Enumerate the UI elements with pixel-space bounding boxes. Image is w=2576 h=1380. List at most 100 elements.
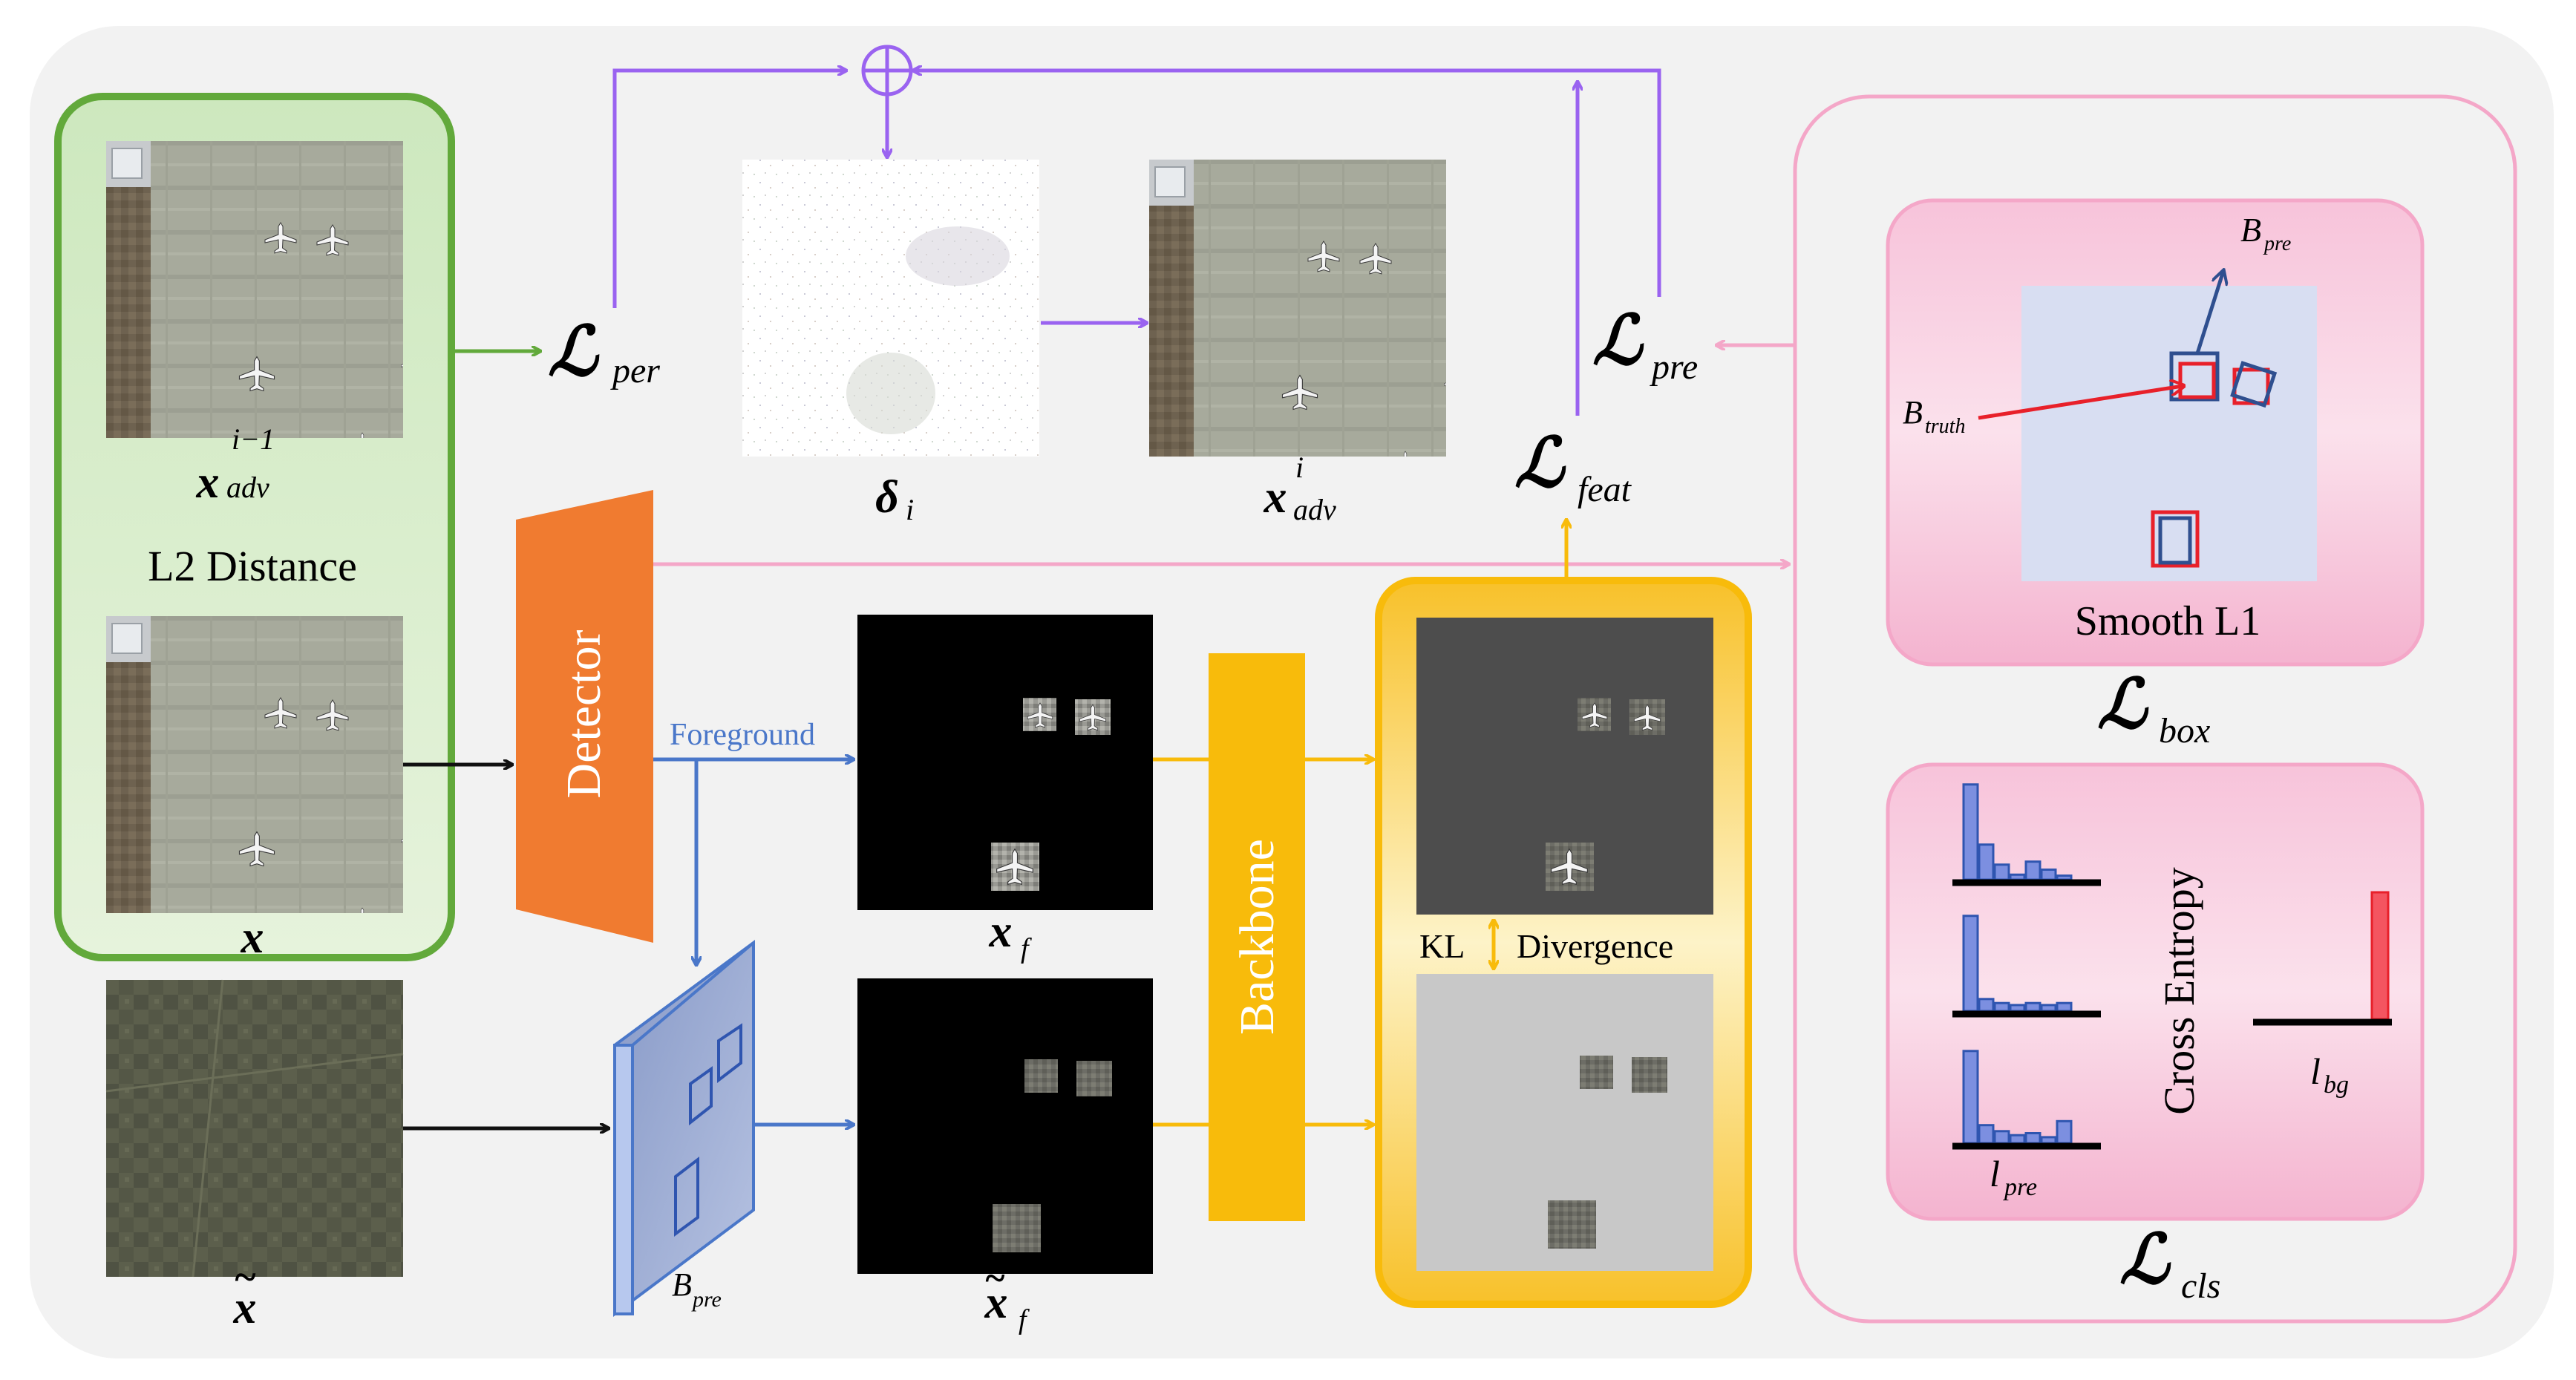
- bg-hist-bar: [2370, 891, 2390, 1021]
- hist-bar: [1993, 863, 2010, 881]
- adv-prev-sub: adv: [226, 471, 269, 504]
- foreground-branch: Foreground: [653, 718, 854, 965]
- bpre-direction-arrow: [2195, 271, 2223, 354]
- cls-loss-panel: Cross Entropy l pre l bg: [1886, 762, 2425, 1221]
- cross-entropy-label: Cross Entropy: [2155, 867, 2203, 1115]
- hist-bar: [2040, 1004, 2057, 1013]
- svg-text:ℒ: ℒ: [1592, 303, 1644, 379]
- background-image-label: x: [233, 1283, 257, 1333]
- clean-image-label: x: [241, 912, 264, 963]
- hist-bar: [2009, 1004, 2026, 1013]
- adv-prev-image: [106, 141, 420, 451]
- hist-bar: [2009, 873, 2026, 881]
- detector-label: Detector: [557, 629, 611, 798]
- adv-image-sup: i: [1295, 451, 1304, 484]
- lpre-sub: pre: [2003, 1174, 2037, 1201]
- box-bpre-label: B: [2240, 211, 2261, 249]
- adv-image-sub: adv: [1293, 493, 1336, 526]
- loss-per: ℒ per: [548, 314, 660, 390]
- perturbation-group: δ i: [742, 160, 1039, 526]
- hist-bar: [2024, 1132, 2041, 1145]
- box-loss-canvas: [2021, 286, 2317, 581]
- svg-text:per: per: [610, 351, 660, 390]
- hist-bar: [2024, 860, 2041, 881]
- lbg-sub: bg: [2324, 1071, 2349, 1099]
- hist-bar: [1978, 1124, 1995, 1145]
- detector: Detector: [516, 490, 653, 943]
- adv-prev-label: x: [196, 457, 220, 508]
- pred-box-2: [2230, 361, 2278, 408]
- background-image-tilde: ~: [234, 1255, 257, 1299]
- loss-feat: ℒ feat: [1514, 425, 1632, 509]
- clean-image: [106, 616, 420, 926]
- background-image-group: ~ x: [105, 979, 404, 1333]
- adv-image-group: x i adv: [1149, 160, 1463, 526]
- svg-text:ℒ: ℒ: [2119, 1222, 2171, 1298]
- background-crop: ~ x f: [857, 978, 1153, 1335]
- perturbation-label: δ: [875, 472, 899, 523]
- hist-bar: [2056, 874, 2073, 881]
- bpre-mask-window-2: [717, 1023, 742, 1084]
- hist-bar: [2040, 869, 2057, 881]
- hist-bar: [1962, 783, 1979, 881]
- backbone-label: Backbone: [1230, 839, 1284, 1035]
- bpre-label: B: [672, 1266, 692, 1303]
- detection-loss-panel: B pre B truth Smooth L1 ℒ box Cross Entr…: [1793, 94, 2517, 1324]
- perturbation-update-loop: [612, 45, 1661, 416]
- svg-text:feat: feat: [1578, 470, 1632, 509]
- truth-box-3: [2151, 510, 2200, 568]
- loss-box: ℒ box: [2097, 667, 2210, 751]
- l2-distance-label: L2 Distance: [148, 542, 357, 590]
- input-images-panel: x i−1 adv L2 Distance x: [54, 93, 455, 963]
- svg-text:ℒ: ℒ: [1514, 425, 1566, 501]
- svg-text:ℒ: ℒ: [2097, 667, 2149, 742]
- divergence-label: Divergence: [1517, 927, 1673, 965]
- hist-bar: [1978, 998, 1995, 1013]
- hist-bar: [2009, 1134, 2026, 1145]
- hist-bar: [1993, 1001, 2010, 1013]
- perturbation-sub: i: [906, 493, 914, 526]
- pred-box-3: [2158, 516, 2192, 565]
- bpre-mask-window-3: [674, 1156, 699, 1237]
- lbg-label: l: [2310, 1050, 2321, 1092]
- lpre-label: l: [1990, 1153, 2000, 1194]
- background-crop-label: x: [984, 1278, 1008, 1328]
- foreground-crop: x f: [857, 615, 1153, 964]
- per-to-sum-line: [612, 71, 846, 308]
- hist-bar: [1978, 843, 1995, 881]
- bg-histogram: [2253, 891, 2392, 1026]
- hist-bar: [1962, 915, 1979, 1013]
- hist-bar: [1993, 1130, 2010, 1145]
- pre-to-sum-line: [913, 71, 1661, 297]
- box-loss-panel: B pre B truth Smooth L1: [1886, 198, 2425, 667]
- adv-image-label: x: [1264, 472, 1287, 523]
- svg-text:ℒ: ℒ: [548, 314, 600, 390]
- pred-box-1: [2169, 351, 2220, 402]
- hist-bar: [1962, 1050, 1979, 1145]
- box-btruth-label: B: [1903, 394, 1923, 431]
- bpre-mask-window-1: [689, 1066, 713, 1126]
- bpre-mask: B pre: [613, 940, 755, 1317]
- loss-cls: ℒ cls: [2119, 1222, 2220, 1306]
- hist-bar: [2040, 1136, 2057, 1145]
- foreground-crop-label: x: [989, 906, 1013, 957]
- hist-bar: [2024, 1001, 2041, 1013]
- btruth-direction-arrow: [1978, 386, 2183, 420]
- loss-pre: ℒ pre: [1592, 303, 1698, 387]
- svg-text:pre: pre: [1650, 347, 1698, 387]
- svg-text:box: box: [2159, 711, 2210, 751]
- box-btruth-sub: truth: [1925, 415, 1965, 438]
- smooth-l1-label: Smooth L1: [2075, 598, 2260, 644]
- foreground-label: Foreground: [670, 718, 815, 752]
- background-image: [106, 980, 403, 1277]
- kl-divergence-panel: KL Divergence: [1375, 577, 1752, 1308]
- histograms: [1952, 783, 2101, 1150]
- svg-text:cls: cls: [2181, 1266, 2220, 1306]
- adv-prev-sup: i−1: [232, 422, 275, 456]
- bpre-sub: pre: [691, 1287, 722, 1312]
- adv-image: [1149, 160, 1463, 470]
- backbone: Backbone: [1209, 653, 1305, 1221]
- hist-bar: [2056, 1001, 2073, 1013]
- background-crop-tilde: ~: [984, 1257, 1006, 1298]
